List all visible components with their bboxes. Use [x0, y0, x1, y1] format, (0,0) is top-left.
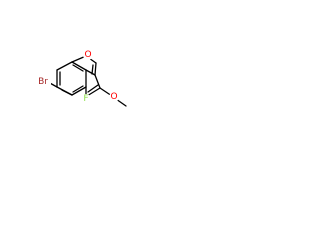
double-bond-c2-c3	[91, 64, 94, 75]
ester-group	[86, 74, 127, 107]
bond-c5-br	[61, 89, 73, 96]
o-ester-atom-label: O	[110, 92, 117, 102]
bond-c3-ccarbonyl	[94, 74, 101, 89]
bond-c2-c3	[94, 62, 97, 76]
double-bond-c4-c5	[72, 85, 84, 93]
bond-c7a-c3a	[71, 61, 87, 71]
double-bond-ccarbonyl-ocarbonyl	[87, 84, 99, 93]
o-ring-atom-label: O	[84, 50, 91, 60]
bond-c4-c5	[71, 86, 87, 96]
f-atom-label: F	[83, 94, 88, 104]
benzene-ring	[56, 61, 87, 96]
label-bg-o-ester	[109, 92, 119, 102]
label-bg-br	[35, 77, 51, 88]
label-bg-o-ring	[83, 50, 93, 60]
br-atom-label: Br	[38, 77, 48, 87]
double-bond-c7a-c3a	[72, 64, 84, 72]
bond-ccarbonyl-ocarbonyl	[86, 87, 101, 97]
label-bg-f	[81, 94, 91, 104]
bond-c7-c7a	[56, 61, 73, 71]
molecule-structure: O Br F O	[35, 50, 127, 107]
atom-labels: O Br F O	[35, 50, 119, 104]
bond-c3-c3a	[85, 69, 96, 76]
